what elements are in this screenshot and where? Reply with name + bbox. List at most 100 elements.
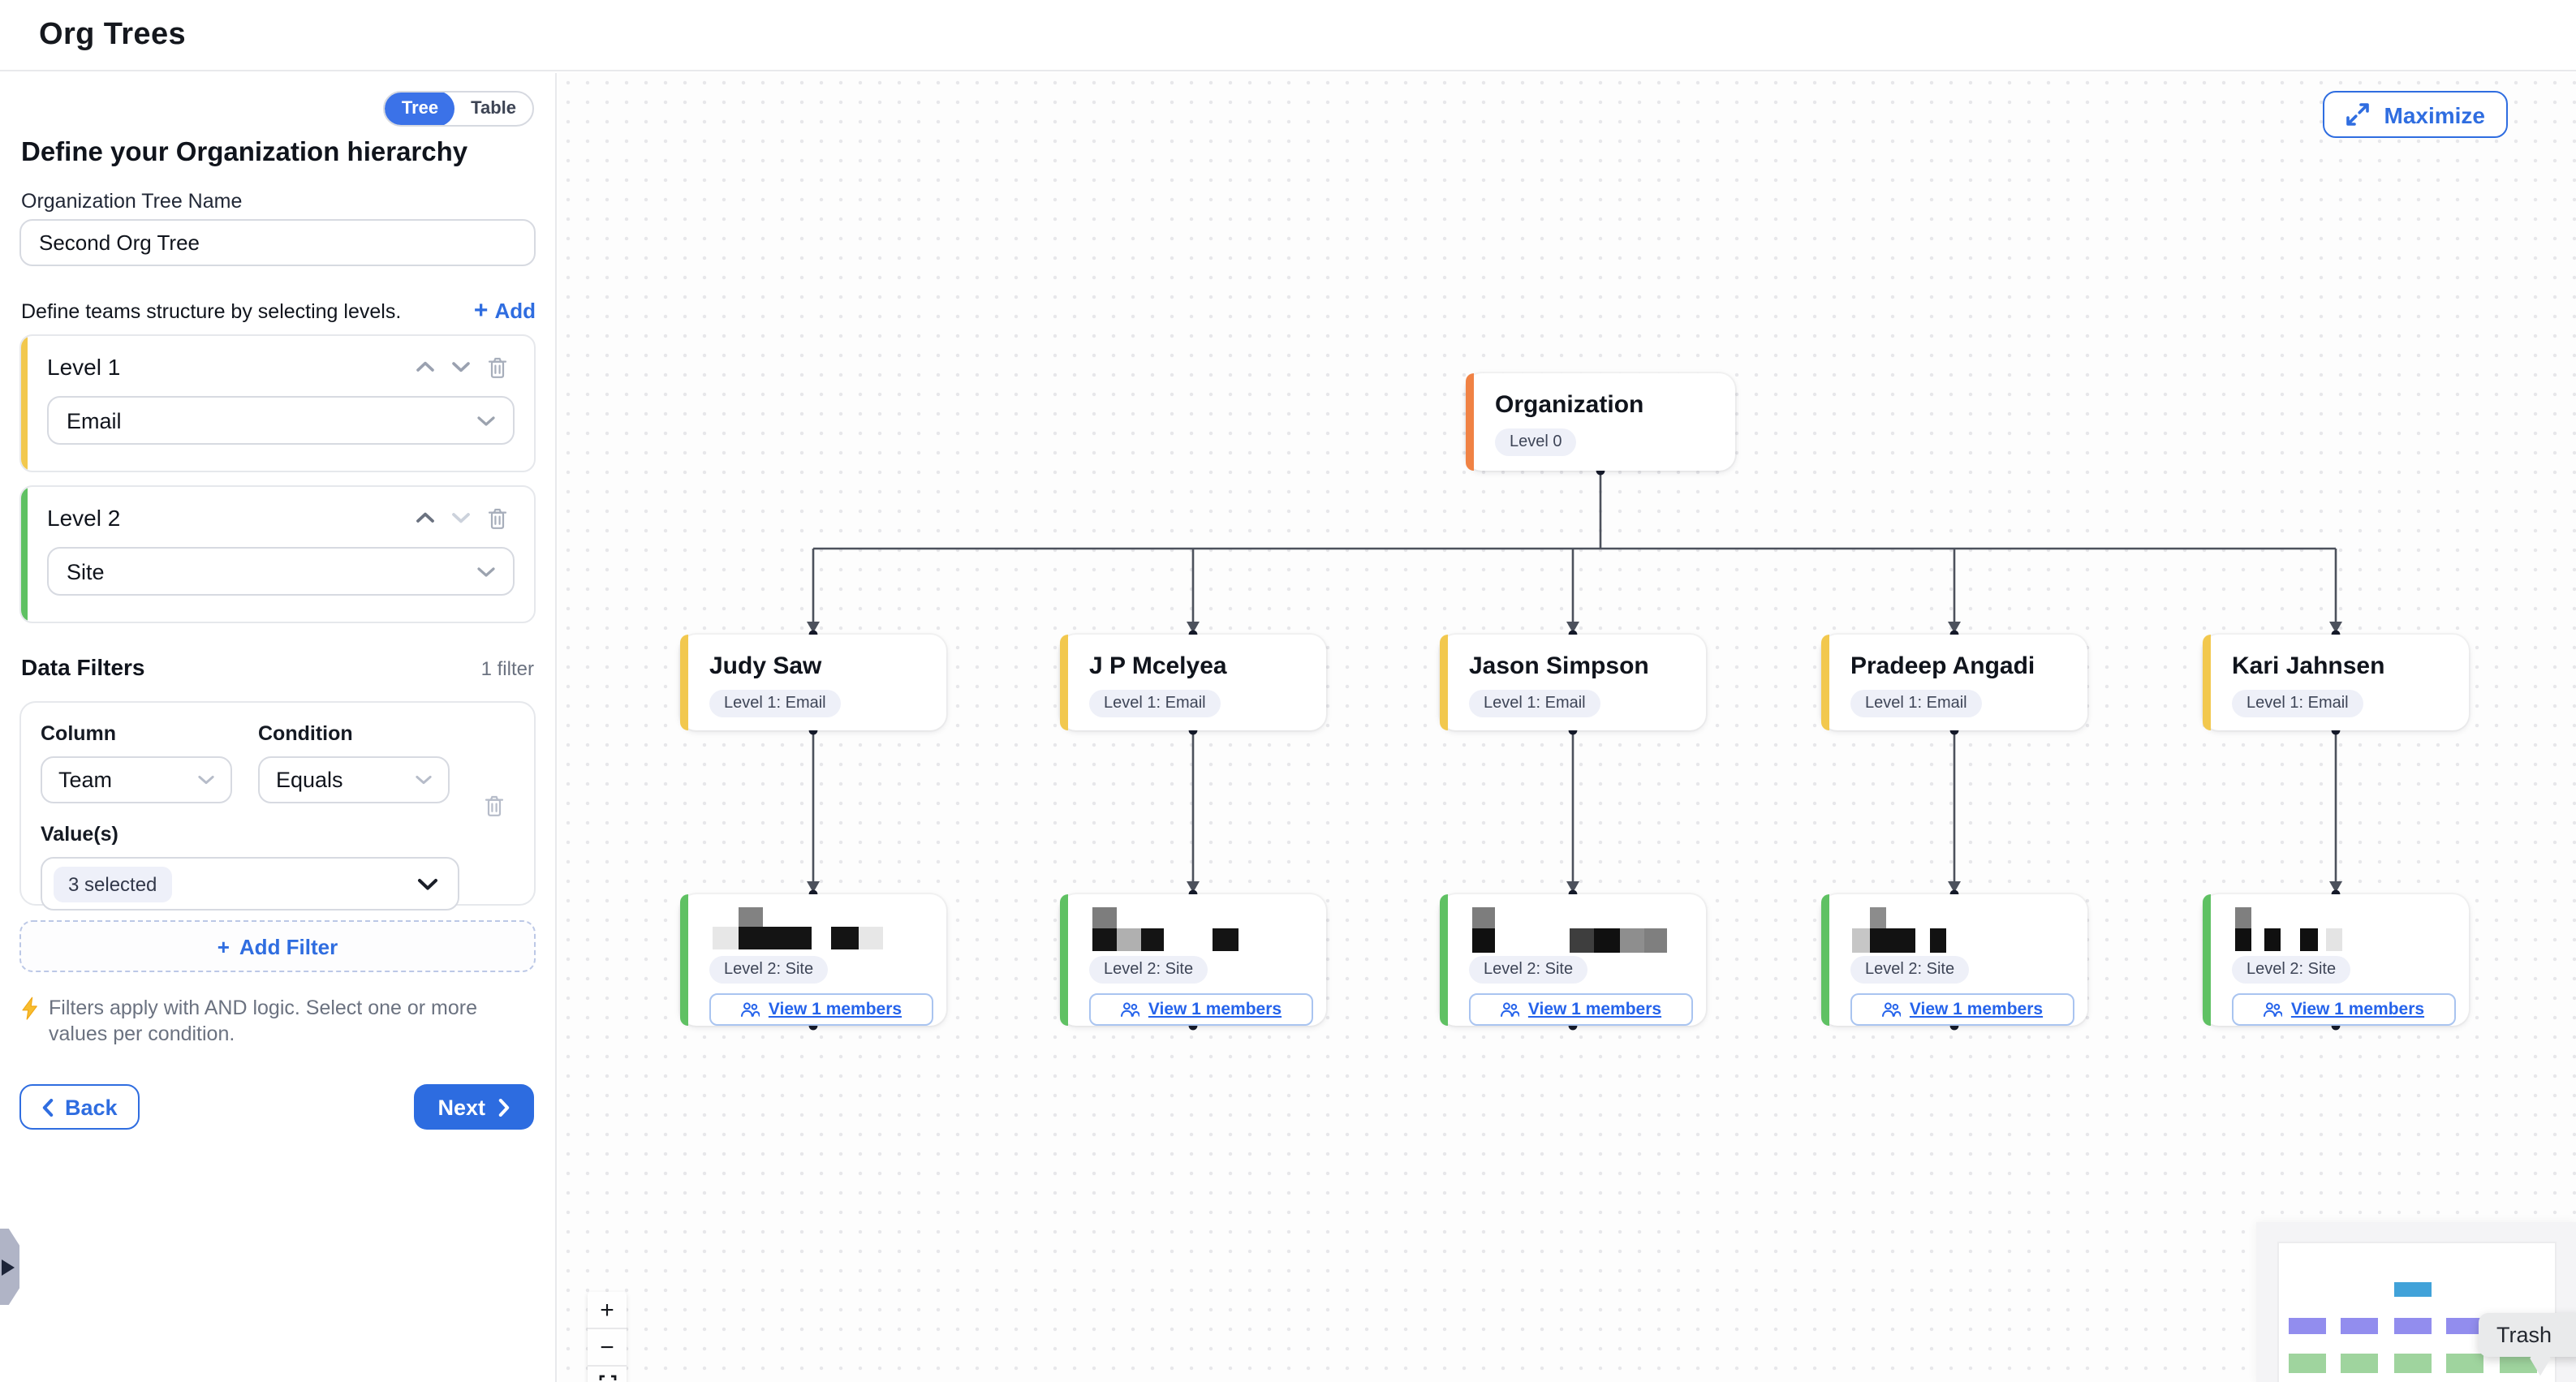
trash-tooltip: Trash (2479, 1313, 2576, 1376)
level-1-column-select[interactable]: Email (47, 396, 515, 445)
minimap-level1-node (2289, 1318, 2326, 1334)
members-icon (741, 1002, 760, 1017)
node-name: Jason Simpson (1469, 652, 1649, 680)
sidebar-heading: Define your Organization hierarchy (21, 138, 468, 167)
level-badge: Level 1: Email (2232, 690, 2363, 717)
node-name: Judy Saw (709, 652, 822, 680)
move-down-icon[interactable] (443, 352, 479, 381)
level-badge: Level 2: Site (2232, 956, 2351, 984)
filter-values-select[interactable]: 3 selected (41, 857, 459, 911)
move-up-icon[interactable] (407, 352, 443, 381)
levels-caption: Define teams structure by selecting leve… (21, 299, 402, 322)
level1-accent-stripe (680, 635, 687, 730)
column-label: Column (41, 722, 117, 745)
members-icon (1882, 1002, 1902, 1017)
org-node-root[interactable]: Organization Level 0 (1466, 373, 1735, 471)
selected-values-chip: 3 selected (54, 866, 172, 902)
filter-count: 1 filter (480, 657, 534, 680)
level2-accent-stripe (1440, 894, 1447, 1026)
level-2-title: Level 2 (47, 505, 121, 531)
level-badge: Level 1: Email (1850, 690, 1982, 717)
level1-accent-stripe (1060, 635, 1067, 730)
filter-column-select[interactable]: Team (41, 756, 232, 803)
condition-label: Condition (258, 722, 353, 745)
remove-filter-trash-icon[interactable] (476, 790, 511, 820)
move-up-icon[interactable] (407, 503, 443, 532)
view-members-button[interactable]: View 1 members (1469, 993, 1693, 1026)
chevron-down-icon (477, 415, 495, 425)
minimap-level2-node (2394, 1354, 2432, 1373)
node-name: J P Mcelyea (1089, 652, 1227, 680)
zoom-out-button[interactable]: − (588, 1329, 627, 1367)
filters-note: Filters apply with AND logic. Select one… (21, 995, 508, 1048)
minimap-level2-node (2289, 1354, 2326, 1373)
minimap[interactable]: Trash (2256, 1222, 2576, 1382)
level2-accent-stripe (1060, 894, 1067, 1026)
tab-tree[interactable]: Tree (385, 93, 455, 125)
minimap-root-node (2394, 1282, 2432, 1297)
filter-condition-select[interactable]: Equals (258, 756, 450, 803)
level-1-accent-stripe (21, 336, 28, 471)
view-members-button[interactable]: View 1 members (1089, 993, 1313, 1026)
members-icon (1501, 1002, 1520, 1017)
add-filter-button[interactable]: + Add Filter (19, 920, 536, 972)
filter-card: Column Team Condition Equals Value(s) (19, 701, 536, 911)
view-toggle[interactable]: Tree Table (383, 91, 534, 127)
level-2-card: Level 2 Site (19, 485, 536, 623)
level-badge: Level 0 (1495, 428, 1577, 456)
level-1-card: Level 1 Email (19, 334, 536, 472)
level-2-column-select[interactable]: Site (47, 547, 515, 596)
add-level-button[interactable]: + Add (473, 297, 536, 325)
level1-accent-stripe (2203, 635, 2210, 730)
members-icon (1121, 1002, 1140, 1017)
org-tree-canvas[interactable]: Maximize Organ (558, 73, 2576, 1382)
fit-view-icon (598, 1374, 616, 1380)
next-button[interactable]: Next (413, 1084, 534, 1130)
tab-table[interactable]: Table (471, 99, 516, 118)
maximize-button[interactable]: Maximize (2322, 91, 2508, 138)
chevron-down-icon (416, 775, 432, 785)
node-name: Organization (1495, 391, 1644, 419)
trash-icon[interactable] (479, 352, 515, 381)
zoom-in-button[interactable]: + (588, 1292, 627, 1329)
minimap-level1-node (2394, 1318, 2432, 1334)
page-title: Org Trees (39, 17, 187, 51)
minimap-level1-node (2446, 1318, 2483, 1334)
trash-icon[interactable] (479, 503, 515, 532)
view-members-button[interactable]: View 1 members (2232, 993, 2456, 1026)
back-button[interactable]: Back (19, 1084, 140, 1130)
view-members-button[interactable]: View 1 members (1850, 993, 2074, 1026)
level-badge: Level 2: Site (1089, 956, 1208, 984)
chevron-down-icon (198, 775, 214, 785)
tree-name-input[interactable] (19, 219, 536, 266)
view-members-button[interactable]: View 1 members (709, 993, 933, 1026)
redacted-name (1850, 907, 2068, 953)
redacted-name (1469, 907, 1686, 953)
fit-view-button[interactable] (588, 1367, 627, 1382)
chevron-down-icon (477, 566, 495, 576)
move-down-icon[interactable] (443, 503, 479, 532)
level1-accent-stripe (1440, 635, 1447, 730)
minimap-level1-node (2341, 1318, 2378, 1334)
minimap-viewport (2277, 1242, 2557, 1382)
chevron-down-icon (418, 878, 437, 889)
maximize-icon (2346, 103, 2369, 126)
chevron-right-icon (498, 1098, 510, 1116)
play-arrow-icon (2, 1259, 15, 1275)
expand-sidebar-handle[interactable] (0, 1229, 19, 1305)
redacted-name (2232, 907, 2449, 953)
level2-accent-stripe (680, 894, 687, 1026)
values-label: Value(s) (41, 823, 118, 846)
level-2-accent-stripe (21, 487, 28, 622)
